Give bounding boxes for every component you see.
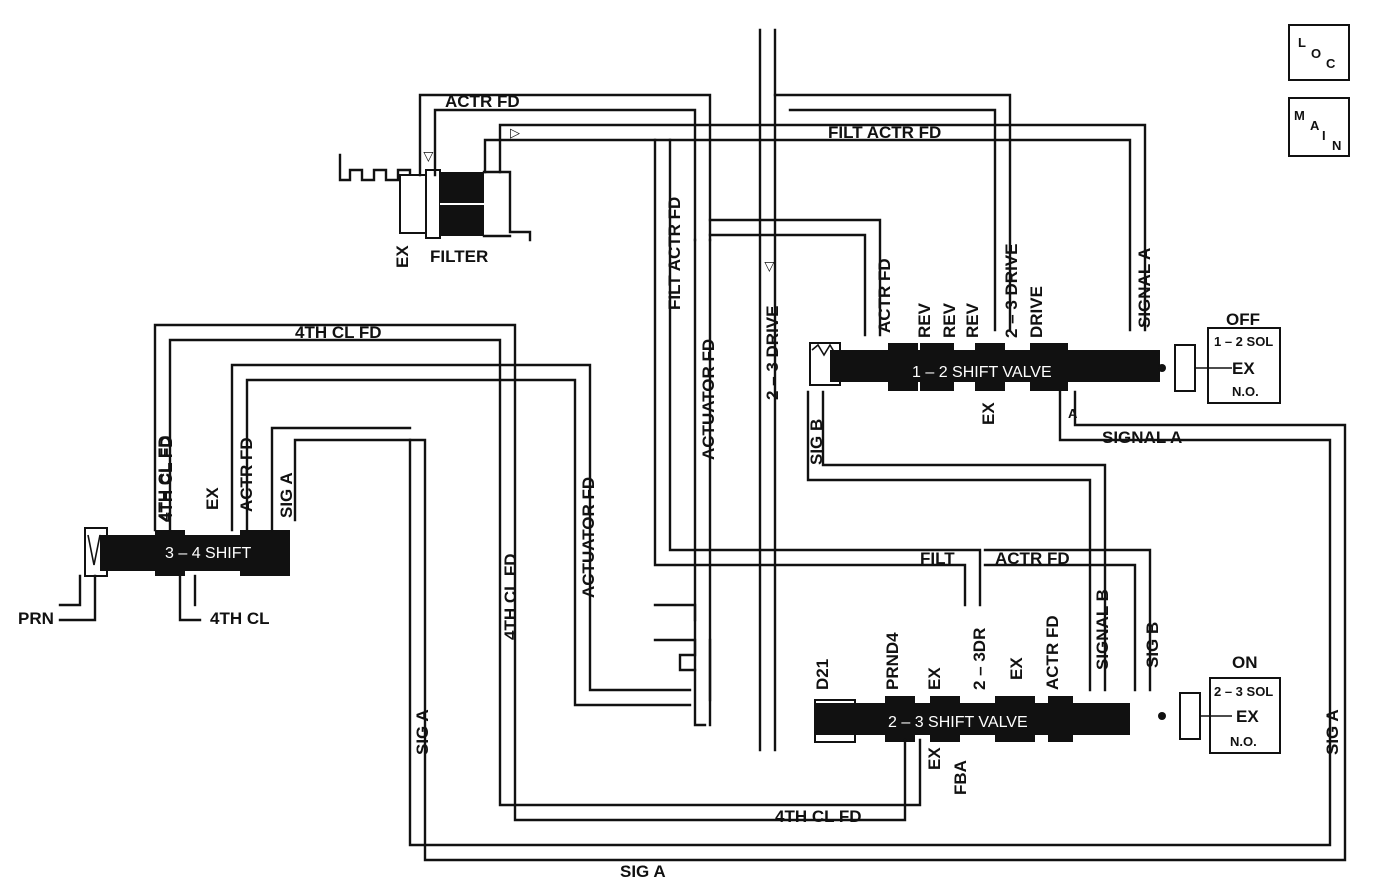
solenoid-2-3-state: ON: [1232, 653, 1258, 672]
main-letter-a: A: [1310, 118, 1320, 133]
shift-valve-1-2-label: 1 – 2 SHIFT VALVE: [912, 364, 1052, 381]
port-prn: PRN: [18, 609, 54, 628]
filter-ex-label: EX: [393, 245, 412, 268]
solenoid-1-2-ex: EX: [1232, 359, 1255, 378]
solenoid-2-3[interactable]: ON 2 – 3 SOL EX N.O.: [1179, 653, 1281, 754]
main-letter-i: I: [1322, 128, 1326, 143]
shift-valve-2-3-label: 2 – 3 SHIFT VALVE: [888, 714, 1028, 731]
filt-actr-fd-top-label: FILT ACTR FD: [828, 123, 941, 142]
filter-assembly: FILTER EX: [338, 153, 532, 268]
actuator-fd-mid-label: ACTUATOR FD: [579, 477, 598, 598]
port-signal-a: SIGNAL A: [1135, 248, 1154, 328]
signal-a-line: SIGNAL A SIG A SIG A SIG A: [293, 390, 1347, 881]
actr-fd-mid-label: ACTR FD: [995, 549, 1070, 568]
shift-valve-1-2-ports: ACTR FD REV REV REV 2 – 3 DRIVE DRIVE SI…: [807, 244, 1154, 466]
actr-fd-top-label: ACTR FD: [445, 92, 520, 111]
shift-valve-2-3[interactable]: 2 – 3 SHIFT VALVE: [814, 696, 1166, 743]
port-rev-2: REV: [940, 302, 959, 338]
sig-a-to-3-4-line: [270, 426, 412, 532]
actuator-fd-vert-label: ACTUATOR FD: [699, 339, 718, 460]
two-three-drive-line: 2 – 3 DRIVE ▷: [758, 28, 1012, 752]
solenoid-1-2-name: 1 – 2 SOL: [1214, 334, 1273, 349]
port-ex-3-4: EX: [203, 487, 222, 510]
two-three-drive-vert-label: 2 – 3 DRIVE: [763, 306, 782, 401]
solenoid-1-2[interactable]: OFF 1 – 2 SOL EX N.O.: [1174, 310, 1281, 404]
filt-actr-fd-vertical-line: FILT ACTR FD FILT: [653, 138, 982, 607]
port-rev-1: REV: [915, 302, 934, 338]
port-ex-2-3-bottom: EX: [925, 747, 944, 770]
solenoid-2-3-type: N.O.: [1230, 734, 1257, 749]
port-ex-2-3-b: EX: [1007, 657, 1026, 680]
port-sig-a-3-4: SIG A: [277, 472, 296, 518]
port-prnd4: PRND4: [883, 632, 902, 690]
fourth-cl-fd-mid-label: 4TH CL FD: [501, 553, 520, 640]
signal-b-mid-label: SIGNAL B: [1093, 589, 1112, 670]
loc-letter-o: O: [1311, 46, 1321, 61]
shift-valve-3-4[interactable]: 3 – 4 SHIFT: [84, 527, 290, 577]
main-indicator: M A I N: [1288, 97, 1350, 157]
port-ex-1-2: EX: [979, 402, 998, 425]
port-rev-3: REV: [963, 302, 982, 338]
sig-a-left-label: SIG A: [413, 709, 432, 755]
port-2-3-drive: 2 – 3 DRIVE: [1002, 244, 1021, 339]
loc-letter-l: L: [1298, 35, 1306, 50]
port-4th-cl: 4TH CL: [210, 609, 270, 628]
solenoid-2-3-name: 2 – 3 SOL: [1214, 684, 1273, 699]
port-actr-fd: ACTR FD: [875, 258, 894, 333]
port-sig-b: SIG B: [807, 419, 826, 465]
filt-actr-fd-top-line: FILT ACTR FD ▷: [483, 123, 1147, 332]
shift-valve-1-2[interactable]: 1 – 2 SHIFT VALVE: [809, 342, 1166, 391]
flow-arrow: ▷: [510, 126, 520, 141]
filt-mid-label: FILT: [920, 549, 955, 568]
signal-a-mid-label: SIGNAL A: [1102, 428, 1182, 447]
port-d21: D21: [813, 659, 832, 690]
fourth-cl-fd-bottom-label: 4TH CL FD: [775, 807, 862, 826]
loc-letter-c: C: [1326, 56, 1336, 71]
actr-fd-mid-line: ACTR FD: [983, 548, 1152, 692]
solenoid-2-3-ex: EX: [1236, 707, 1259, 726]
fourth-cl-fd-left-label: 4TH CL FD: [157, 435, 176, 522]
port-a-1-2: A: [1068, 406, 1078, 421]
main-letter-m: M: [1294, 108, 1305, 123]
port-2-3dr: 2 – 3DR: [970, 628, 989, 690]
sig-b-line: SIGNAL B: [806, 390, 1112, 692]
flow-arrow: ▷: [421, 152, 436, 162]
fourth-cl-fd-top-label: 4TH CL FD: [295, 323, 382, 342]
solenoid-1-2-state: OFF: [1226, 310, 1260, 329]
filter-label: FILTER: [430, 247, 488, 266]
port-fba: FBA: [951, 760, 970, 795]
sig-a-bottom-label: SIG A: [620, 862, 666, 881]
filt-actr-fd-vert-label: FILT ACTR FD: [665, 197, 684, 310]
port-ex-2-3-a: EX: [925, 667, 944, 690]
fourth-cl-fd-line: 4TH CL FD 4TH CL FD 4TH CL FD 4TH CL FD: [153, 323, 922, 826]
port-sig-b-2-3: SIG B: [1143, 622, 1162, 668]
actuator-fd-mid-line: ACTUATOR FD: [230, 363, 692, 707]
main-letter-n: N: [1332, 138, 1341, 153]
junction-block: [653, 603, 712, 702]
flow-arrow: ▷: [762, 262, 777, 272]
port-actr-fd-2-3: ACTR FD: [1043, 615, 1062, 690]
actuator-fd-vertical-line: ACTUATOR FD: [693, 218, 882, 727]
shift-valve-3-4-label: 3 – 4 SHIFT: [165, 545, 251, 562]
loc-indicator: L O C: [1288, 24, 1350, 81]
port-drive: DRIVE: [1027, 286, 1046, 338]
sig-a-right-label: SIG A: [1323, 709, 1342, 755]
actr-fd-top-line: ACTR FD ▷: [418, 92, 712, 242]
solenoid-1-2-type: N.O.: [1232, 384, 1259, 399]
shift-valve-2-3-ports: D21 PRND4 EX 2 – 3DR EX ACTR FD SIG B EX…: [813, 615, 1162, 795]
